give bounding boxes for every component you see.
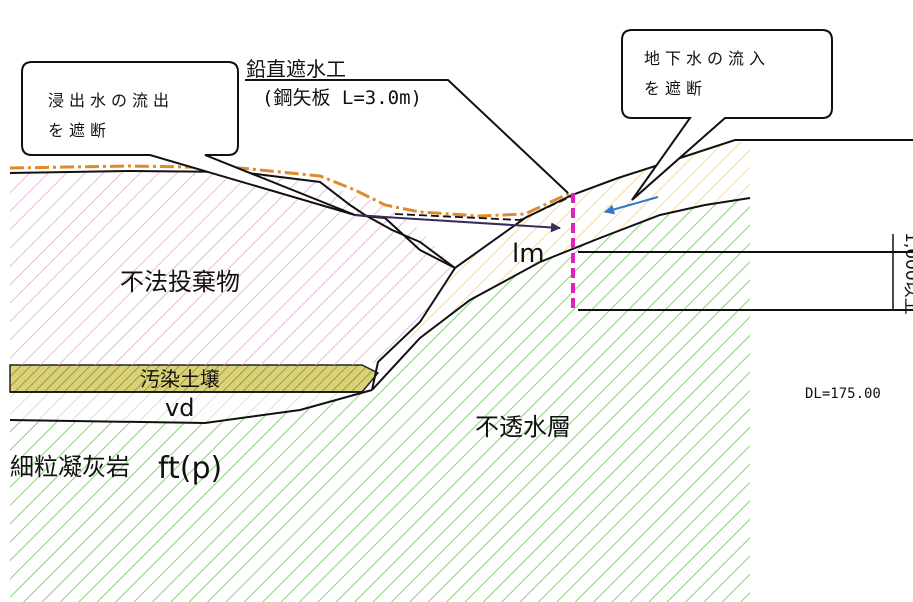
design-surface-dashed — [394, 195, 573, 221]
datum-level-label: DL=175.00 — [805, 386, 881, 402]
wall-spec: (鋼矢板 L=3.0m) — [262, 87, 422, 109]
lm-layer — [372, 140, 750, 390]
depth-label: 1,000以上 — [901, 232, 913, 315]
waste-layer — [10, 171, 455, 365]
callout-right: 地下水の流入 を遮断 — [621, 29, 833, 201]
tuff-label: 細粒凝灰岩 — [10, 453, 130, 481]
vd-label: vd — [165, 394, 194, 422]
impermeable-layer — [10, 198, 750, 602]
tuff-code-label: ft(p) — [158, 451, 222, 486]
ground-surface-line — [9, 164, 573, 218]
leachate-arrow — [354, 214, 561, 233]
callout-right-line2: を遮断 — [644, 79, 707, 98]
wall-leader-line — [245, 79, 569, 194]
lm-lower-boundary — [371, 197, 751, 391]
wall-title: 鉛直遮水工 — [246, 57, 346, 81]
callout-right-line1: 地下水の流入 — [644, 49, 770, 68]
waste-boundary-line — [9, 169, 456, 269]
groundwater-arrow — [604, 196, 659, 215]
slope-front-line — [371, 267, 456, 391]
callout-left-line1: 浸出水の流出 — [48, 91, 174, 110]
waste-label: 不法投棄物 — [120, 268, 240, 296]
vd-layer — [10, 390, 372, 423]
contaminated-soil-label: 汚染土壌 — [140, 367, 220, 391]
impermeable-label: 不透水層 — [475, 413, 571, 441]
callout-left-line2: を遮断 — [48, 121, 111, 140]
callout-left: 浸出水の流出 を遮断 — [21, 61, 356, 216]
lm-label: lm — [512, 239, 545, 269]
vd-boundary-line — [9, 389, 373, 425]
